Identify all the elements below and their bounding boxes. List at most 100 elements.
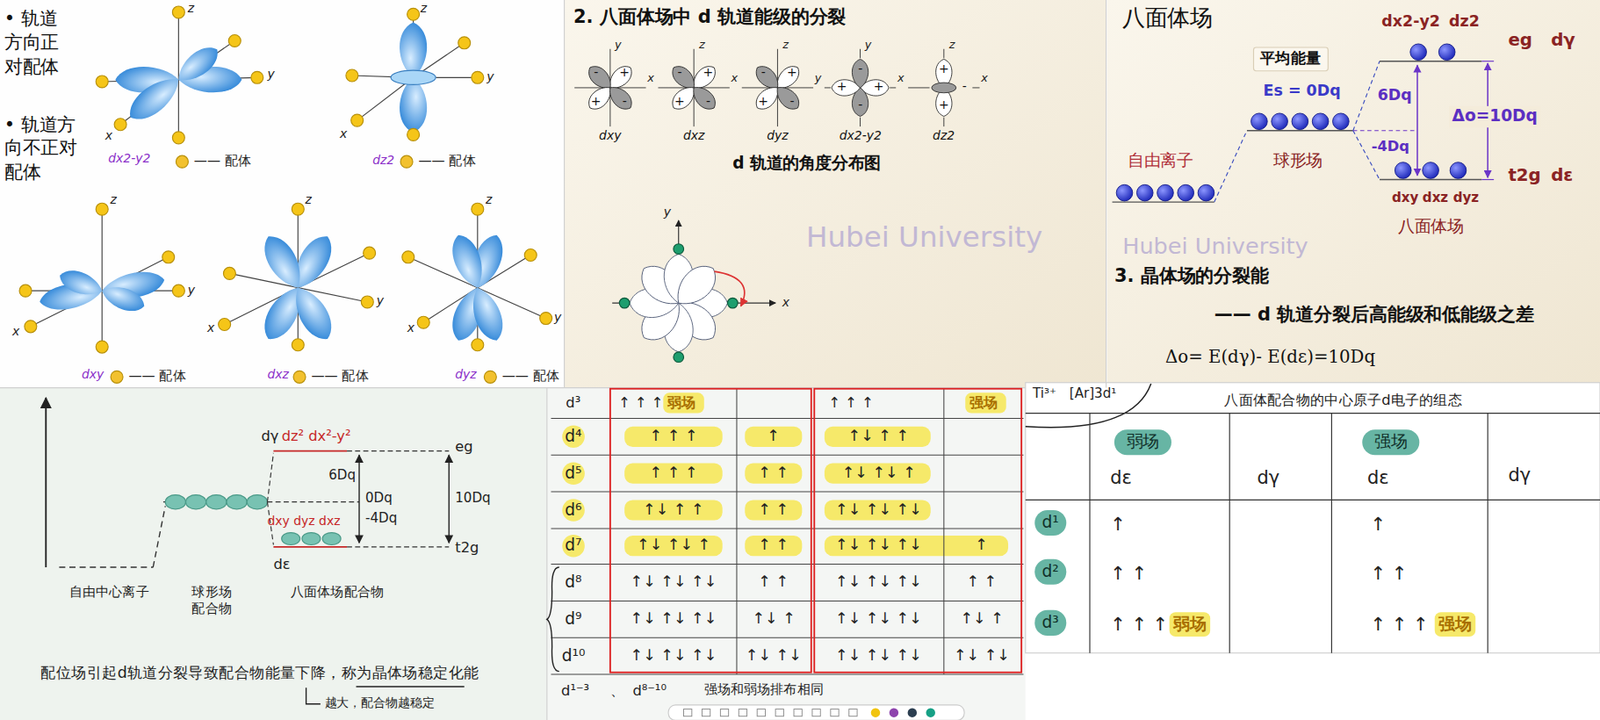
electron-table: [547, 389, 1024, 675]
ligand-dot: [407, 7, 420, 21]
energy-axis: [44, 397, 47, 568]
ligand-dot: [363, 246, 376, 260]
node-text: d¹: [1041, 511, 1059, 532]
text-label: dxy dyz dxz: [266, 514, 340, 531]
level-link: [1353, 129, 1418, 131]
text-label: 球形场: [1273, 151, 1323, 173]
text-label: dz2: [1448, 12, 1480, 33]
red-frame: [814, 389, 1022, 673]
orbital-lobe: [688, 81, 721, 114]
level-link: [266, 453, 274, 503]
highlight: [824, 499, 931, 520]
axis-line: [824, 86, 831, 88]
gap-arrow: [1416, 64, 1419, 175]
orbital-ring: [390, 70, 436, 85]
axis-line: [859, 117, 861, 127]
table-rule: [550, 418, 1024, 419]
text-label: ↑↓ ↑↓ ↑↓: [835, 609, 923, 630]
orbital-lobe: [446, 230, 490, 293]
text-label: Es = 0Dq: [1263, 81, 1341, 102]
text-label: • 轨道方向不正对配体: [4, 112, 85, 185]
orbital-lobe: [465, 283, 509, 346]
text-label: Δo= E(dγ)- E(dε)=10Dq: [1165, 345, 1376, 368]
ligand-dot: [673, 352, 685, 363]
highlight: [562, 498, 585, 522]
highlight-pill: 弱场: [1114, 429, 1172, 455]
text-label: ↑ ↑ ↑: [1370, 612, 1429, 636]
text-label: +: [938, 98, 950, 115]
annotation-stroke: [713, 271, 744, 307]
text-label: +: [590, 93, 602, 110]
text-label: dyz: [454, 367, 476, 383]
red-frame: [610, 389, 812, 673]
text-label: 强场: [969, 392, 999, 411]
node-text: 强场: [1374, 432, 1407, 452]
text-label: dz2: [932, 128, 955, 145]
text-label: y: [187, 282, 195, 299]
energy-diagram: [1112, 43, 1495, 202]
electron-ball: [1438, 43, 1456, 61]
toolbar-icon: [738, 709, 747, 717]
legend-item: —— 配体: [400, 152, 476, 171]
ligand-dot: [471, 338, 484, 352]
electron-oval: [185, 495, 206, 510]
text-label: 3. 晶体场的分裂能: [1114, 263, 1269, 288]
text-label: d¹⁻³: [561, 681, 590, 700]
energy-level: [1112, 201, 1215, 202]
text-label: +: [836, 79, 848, 96]
text-label: +: [757, 93, 769, 110]
zero-line: [266, 501, 360, 503]
text-label: z: [782, 37, 789, 53]
legend-swatch: [292, 370, 306, 384]
text-label: d 轨道的角度分布图: [732, 152, 881, 174]
text-label: ↑↓ ↑: [959, 609, 1003, 630]
panel-ground: [0, 0, 565, 389]
text-label: dxy: [1391, 189, 1419, 208]
table-rule: [550, 637, 1024, 639]
text-label: ↑ ↑ ↑: [649, 463, 699, 484]
text-label: ↑↓ ↑↓ ↑: [636, 535, 711, 556]
toolbar-swatch: [908, 707, 917, 717]
table-rule: [550, 491, 1024, 493]
text-label: d⁸⁻¹⁰: [632, 681, 666, 700]
panel-ground: [1025, 382, 1600, 654]
ligand-dot: [360, 295, 374, 309]
text-label: t2g: [1507, 163, 1541, 187]
highlight: [624, 499, 723, 520]
ligand-dot: [218, 318, 231, 332]
text-label: +: [703, 64, 714, 81]
toolbar-icon: [756, 709, 765, 717]
axis-line: [972, 86, 980, 88]
text-label: y: [814, 71, 822, 87]
text-label: ↑ ↑ ↑: [649, 426, 699, 447]
text-label: dxz: [266, 367, 289, 383]
ligand-dot: [471, 71, 484, 84]
highlight-pill: 强场: [1362, 429, 1420, 455]
orbital-sketch: [908, 49, 980, 127]
text-label: y: [486, 69, 494, 86]
watermark: Hubei University: [806, 219, 1043, 257]
text-label: 自由中心离子: [69, 583, 150, 602]
text-label: dyz: [1453, 189, 1479, 208]
energy-level: [273, 546, 347, 548]
text-label: +: [674, 93, 685, 110]
text-label: d³: [565, 392, 581, 411]
text-label: z: [699, 37, 706, 53]
text-label: 强场: [1438, 614, 1471, 636]
text-label: ↑ ↑ ↑: [828, 392, 874, 411]
orbital-lobe: [399, 22, 427, 79]
text-label: dε: [273, 554, 290, 574]
level-link: [152, 505, 166, 568]
overlap-sketch: [612, 220, 776, 363]
text-label: y: [376, 294, 384, 310]
text-label: ↑↓ ↑↓ ↑↓: [835, 646, 923, 667]
text-label: dγ: [1550, 28, 1576, 52]
legend-text: —— 配体: [128, 367, 186, 386]
electron-ball: [1422, 162, 1440, 180]
level-link: [346, 450, 449, 452]
ligand-dot: [223, 266, 236, 280]
ligand-dot: [162, 251, 175, 264]
text-label: -: [622, 93, 628, 110]
